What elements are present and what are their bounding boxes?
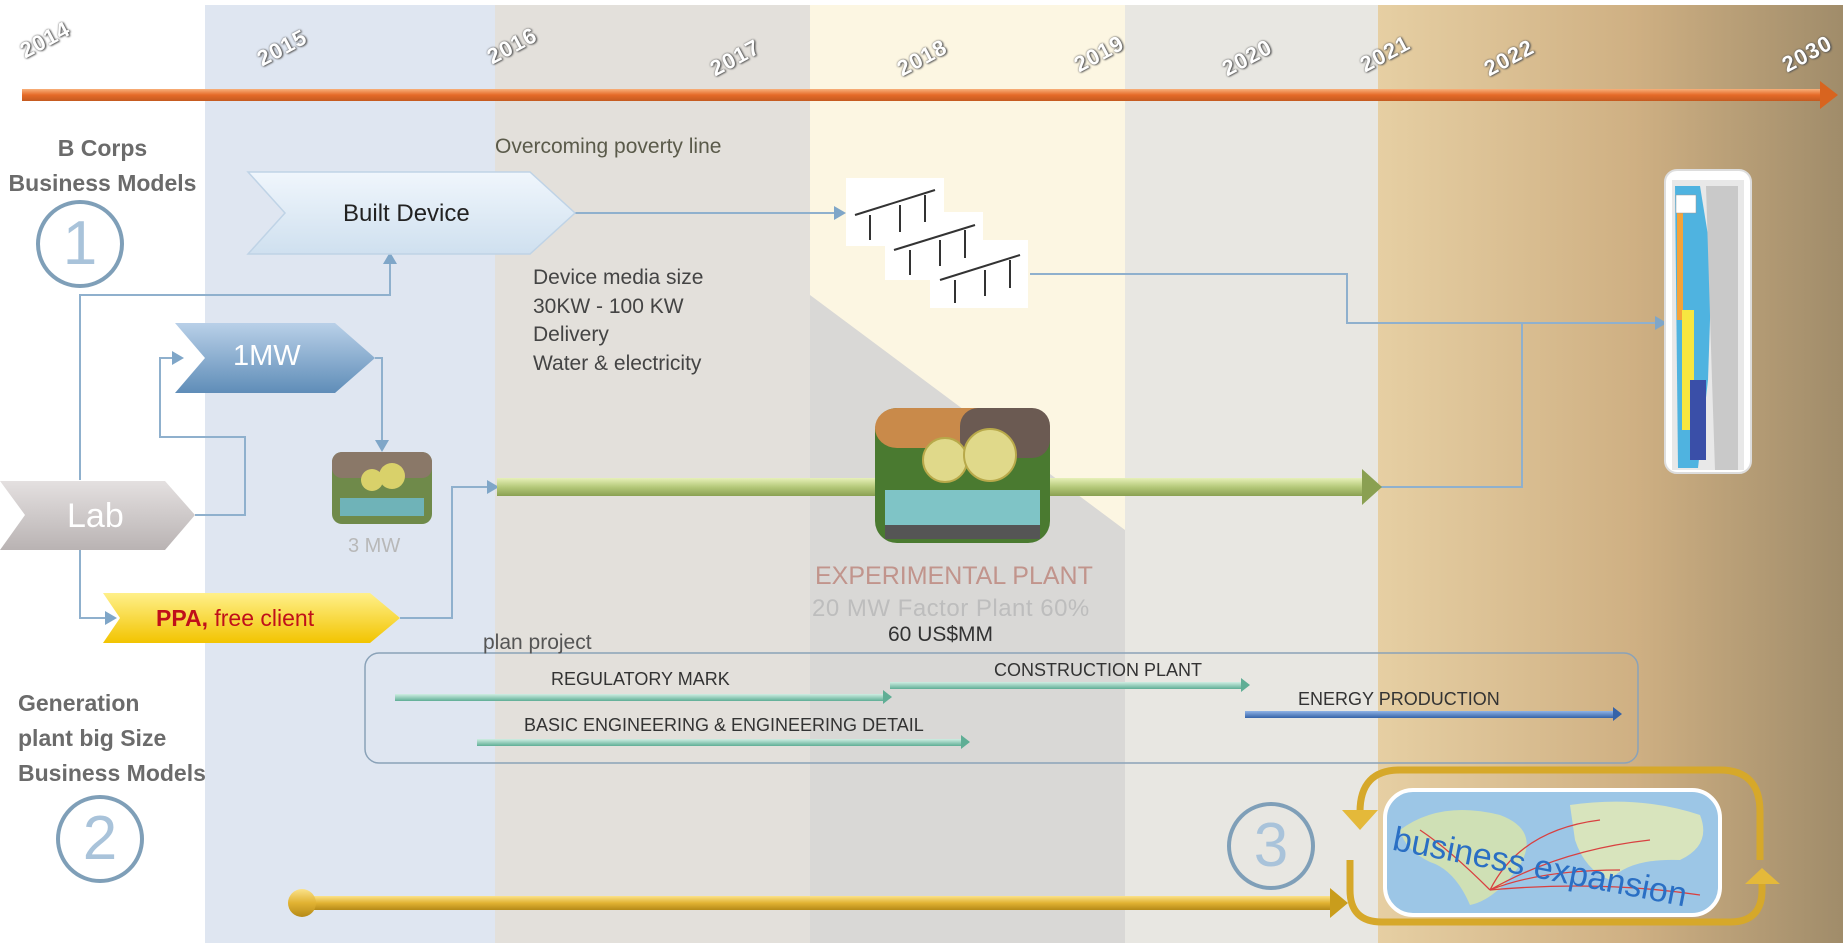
experimental-plant-cost: 60 US$MM bbox=[888, 623, 994, 646]
task-energy-production: ENERGY PRODUCTION bbox=[1298, 689, 1500, 709]
experimental-plant-title: EXPERIMENTAL PLANT bbox=[815, 562, 1093, 590]
device-note-line1: Device media size bbox=[533, 266, 704, 289]
section-1-number: 1 bbox=[36, 200, 124, 288]
one-mw-label: 1MW bbox=[233, 340, 301, 372]
three-mw-image bbox=[332, 452, 432, 524]
ppa-label: PPA, free client bbox=[156, 605, 314, 632]
b-corps-title: B Corps Business Models bbox=[0, 131, 205, 201]
experimental-plant-subtitle: 20 MW Factor Plant 60% bbox=[812, 595, 1090, 622]
band-2021-2030 bbox=[1378, 5, 1843, 943]
section-2-number: 2 bbox=[56, 795, 144, 883]
band-2019-2021 bbox=[1125, 5, 1378, 943]
device-note-line3: Delivery bbox=[533, 323, 609, 346]
plan-project-label: plan project bbox=[483, 631, 592, 654]
generation-title-line1: Generation bbox=[18, 690, 140, 716]
band-2016-2017 bbox=[495, 5, 810, 943]
task-construction-plant: CONSTRUCTION PLANT bbox=[994, 660, 1203, 680]
task-basic-engineering: BASIC ENGINEERING & ENGINEERING DETAIL bbox=[524, 715, 924, 735]
ppa-rest: free client bbox=[214, 605, 315, 631]
device-note: Device media size 30KW - 100 KW Delivery… bbox=[533, 264, 703, 378]
b-corps-title-line2: Business Models bbox=[8, 170, 197, 196]
section-3-number: 3 bbox=[1227, 802, 1315, 890]
generation-title: Generation plant big Size Business Model… bbox=[18, 686, 206, 791]
built-device-label: Built Device bbox=[343, 200, 470, 227]
experimental-plant-image bbox=[875, 408, 1050, 543]
task-regulatory-mark: REGULATORY MARK bbox=[551, 669, 730, 689]
generation-title-line2: plant big Size bbox=[18, 725, 167, 751]
device-note-line4: Water & electricity bbox=[533, 351, 702, 375]
lab-label: Lab bbox=[67, 497, 124, 535]
three-mw-label: 3 MW bbox=[348, 535, 401, 557]
device-note-line2: 30KW - 100 KW bbox=[533, 294, 684, 318]
generation-title-line3: Business Models bbox=[18, 760, 206, 786]
poverty-note: Overcoming poverty line bbox=[495, 135, 722, 158]
robot-devices bbox=[846, 178, 1028, 308]
ppa-bold: PPA, bbox=[156, 605, 208, 631]
b-corps-title-line1: B Corps bbox=[57, 135, 148, 161]
